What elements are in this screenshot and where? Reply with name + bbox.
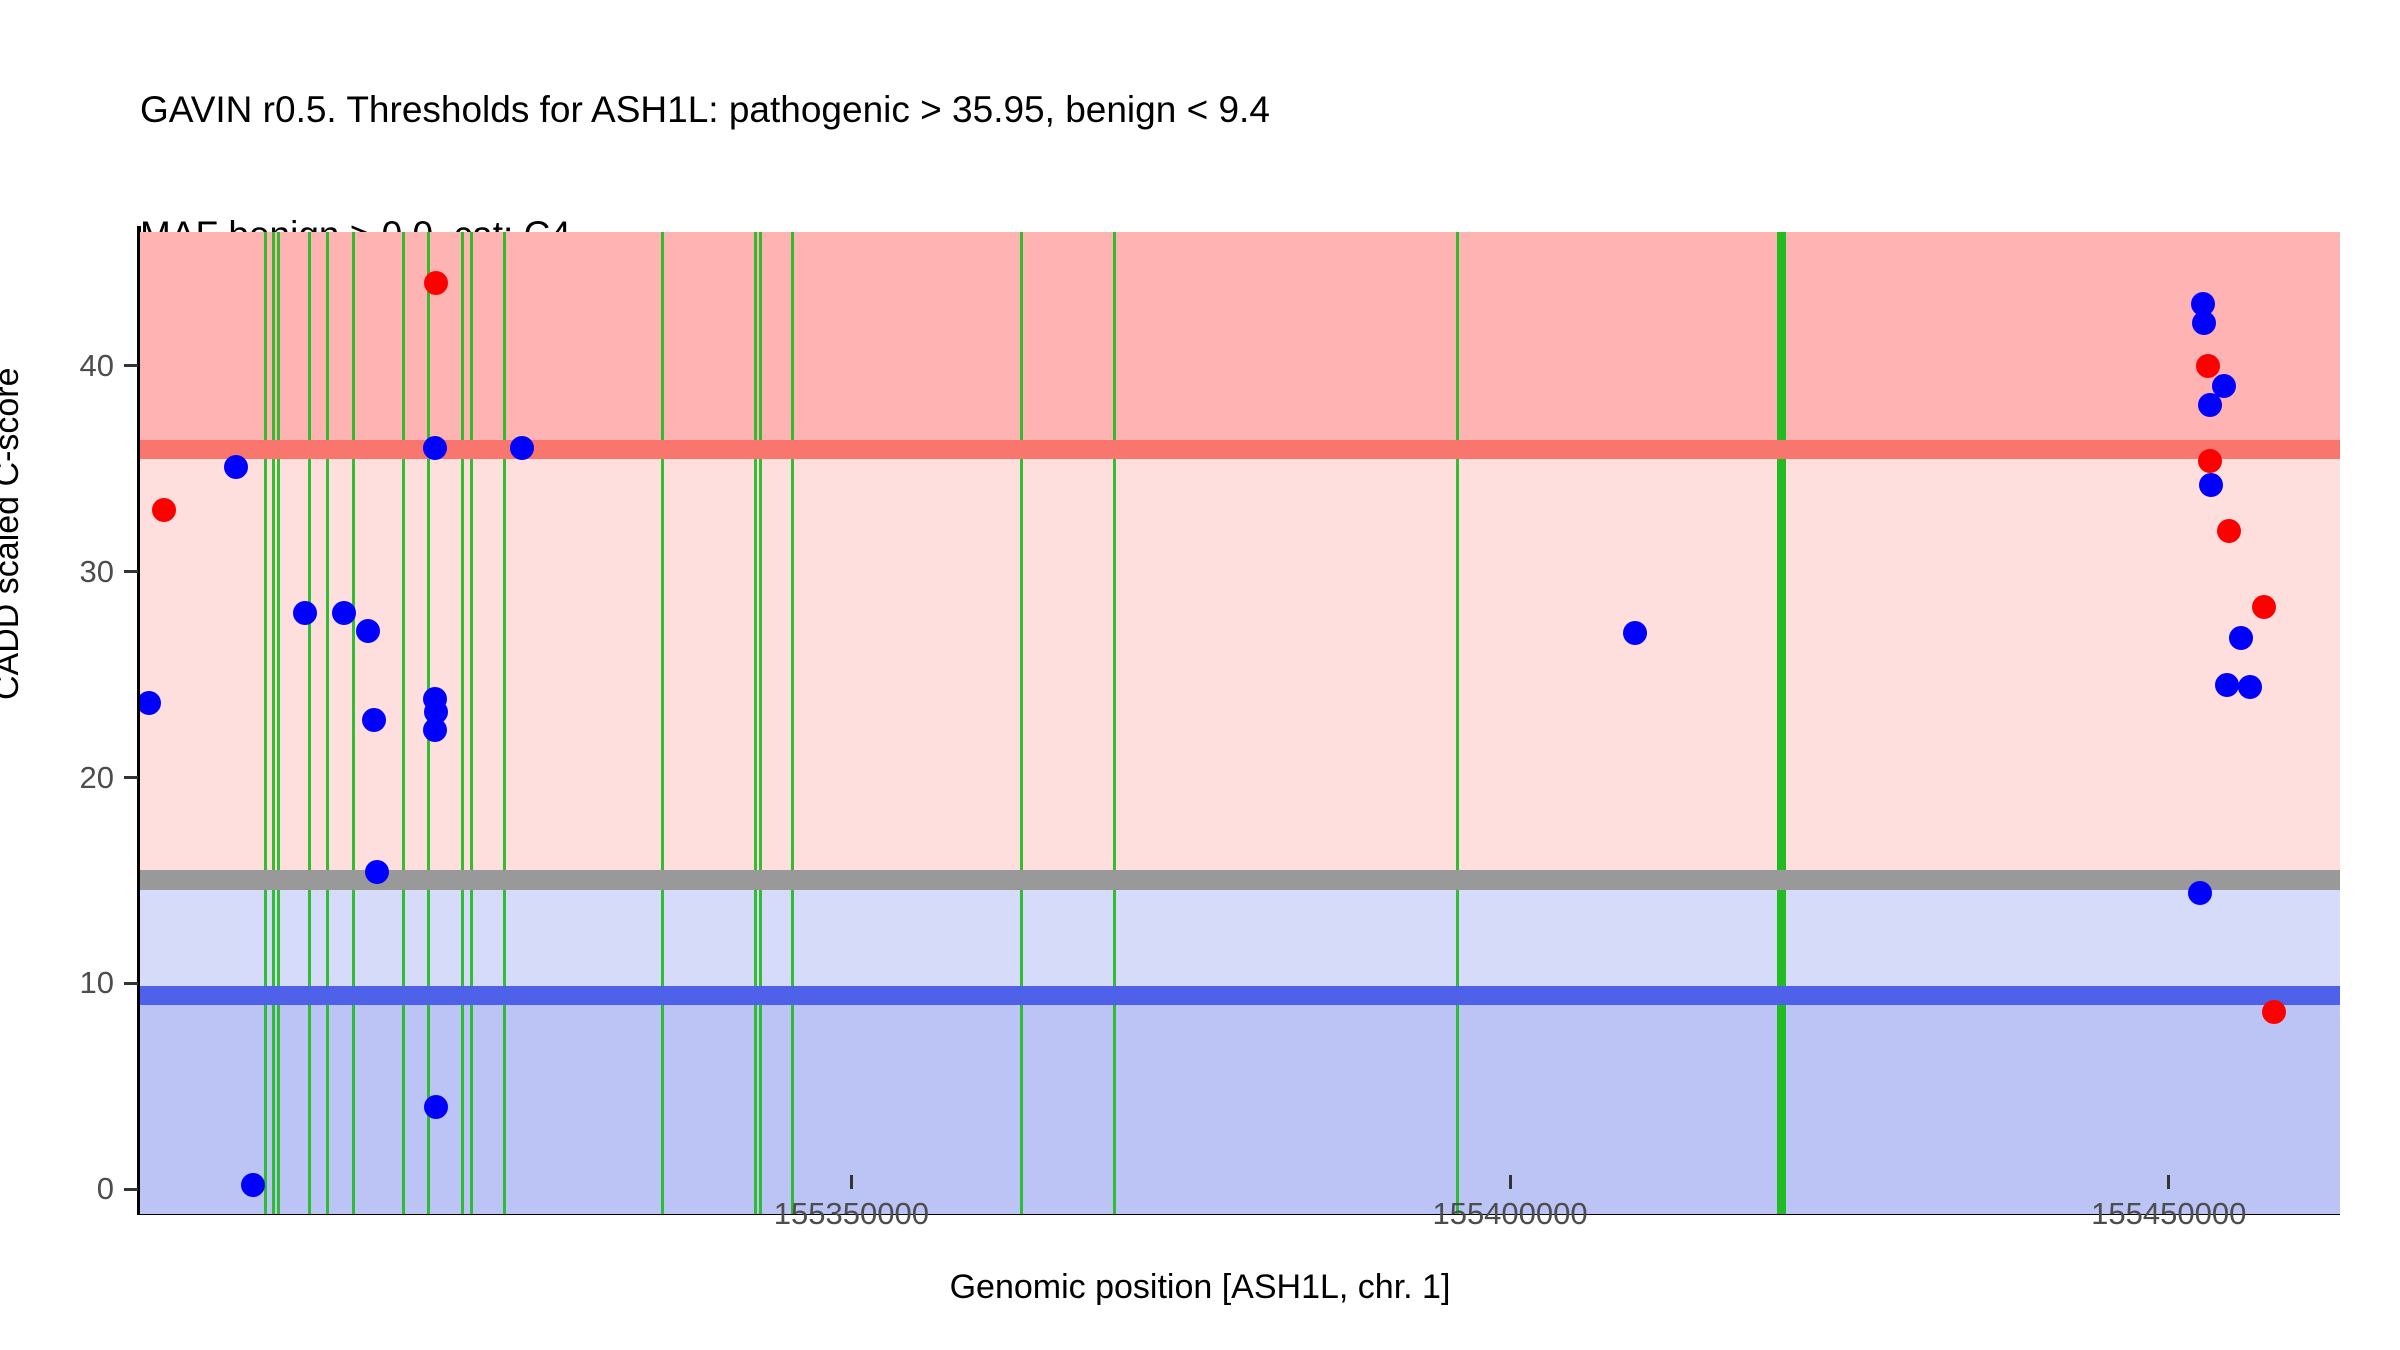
refseq-exon-line [1113, 232, 1117, 1214]
x-axis-tick [849, 1175, 853, 1189]
refseq-exon-line [1019, 232, 1023, 1214]
y-axis-tick-label: 20 [79, 759, 114, 795]
y-axis-tick-label: 10 [79, 965, 114, 1001]
refseq-exon-line [661, 232, 665, 1214]
y-axis-tick [124, 1187, 138, 1191]
clinvar-variant-point [424, 271, 449, 296]
refseq-exon-line [758, 232, 762, 1214]
clinvar-variant-point [2262, 1000, 2287, 1025]
gnomad-variant-point [2197, 392, 2222, 417]
y-axis-tick-label: 40 [79, 347, 114, 383]
title-line-1: GAVIN r0.5. Thresholds for ASH1L: pathog… [140, 89, 1270, 130]
refseq-exon-line [276, 232, 280, 1214]
gnomad-variant-point [292, 600, 317, 625]
refseq-exon-line [325, 232, 329, 1214]
gnomad-variant-point [510, 436, 535, 461]
pathogenic-threshold-line [140, 439, 2340, 459]
gnomad-variant-point [1623, 621, 1648, 646]
gnomad-variant-point [365, 860, 390, 885]
gnomad-variant-point [2198, 473, 2223, 498]
gnomad-variant-point [332, 600, 357, 625]
intermediate-band [140, 449, 2340, 881]
x-axis-tick-label: 155400000 [1432, 1196, 1588, 1231]
benign-band [140, 995, 2340, 1214]
refseq-exon-line [503, 232, 507, 1214]
gnomad-variant-point [140, 691, 162, 716]
gnomad-variant-point [2214, 672, 2239, 697]
x-axis-tick-label: 155450000 [2091, 1196, 2247, 1231]
clinvar-variant-point [2196, 353, 2221, 378]
gnomad-variant-point [424, 1094, 449, 1119]
refseq-exon-line [351, 232, 355, 1214]
x-axis-tick [1508, 1175, 1512, 1189]
refseq-exon-line [1455, 232, 1459, 1214]
gnomad-variant-point [423, 718, 448, 743]
pathogenic-band [140, 232, 2340, 450]
panel-left-border-lower [137, 1171, 141, 1215]
refseq-exon-line [401, 232, 405, 1214]
plot-clip-area [140, 232, 2340, 1214]
refseq-exon-line [753, 232, 757, 1214]
x-axis-title: Genomic position [ASH1L, chr. 1] [949, 1268, 1451, 1306]
gnomad-variant-point [224, 454, 249, 479]
gnomad-variant-point [241, 1173, 266, 1198]
vous-band [140, 880, 2340, 996]
y-axis-title: CADD scaled C-score [0, 367, 26, 700]
clinvar-variant-point [2197, 448, 2222, 473]
clinvar-variant-point [2251, 594, 2276, 619]
y-axis-tick [124, 981, 138, 985]
gnomad-variant-point [362, 707, 387, 732]
refseq-exon-line [790, 232, 794, 1214]
refseq-exon-line [461, 232, 465, 1214]
y-axis-tick-label: 0 [96, 1171, 114, 1207]
refseq-exon-line [1776, 232, 1786, 1214]
gnomad-variant-point [355, 619, 380, 644]
y-axis-tick [124, 364, 138, 368]
y-axis-line [137, 226, 141, 1178]
gnomad-variant-point [2188, 880, 2213, 905]
gnomad-variant-point [423, 436, 448, 461]
benign-threshold-line [140, 986, 2340, 1006]
plot-panel [140, 232, 2340, 1214]
clinvar-variant-point [2217, 518, 2242, 543]
y-axis-tick-label: 30 [79, 553, 114, 589]
refseq-exon-line [308, 232, 312, 1214]
refseq-exon-line [263, 232, 267, 1214]
x-axis-tick [2167, 1175, 2171, 1189]
y-axis-tick [124, 776, 138, 780]
refseq-exon-line [470, 232, 474, 1214]
gnomad-variant-point [2238, 674, 2263, 699]
fallback-threshold-line [140, 870, 2340, 891]
clinvar-variant-point [151, 497, 176, 522]
refseq-exon-line [271, 232, 275, 1214]
gnomad-variant-point [2192, 310, 2217, 335]
y-axis-tick [124, 570, 138, 574]
x-axis-tick-label: 155350000 [773, 1196, 929, 1231]
gnomad-variant-point [2229, 625, 2254, 650]
